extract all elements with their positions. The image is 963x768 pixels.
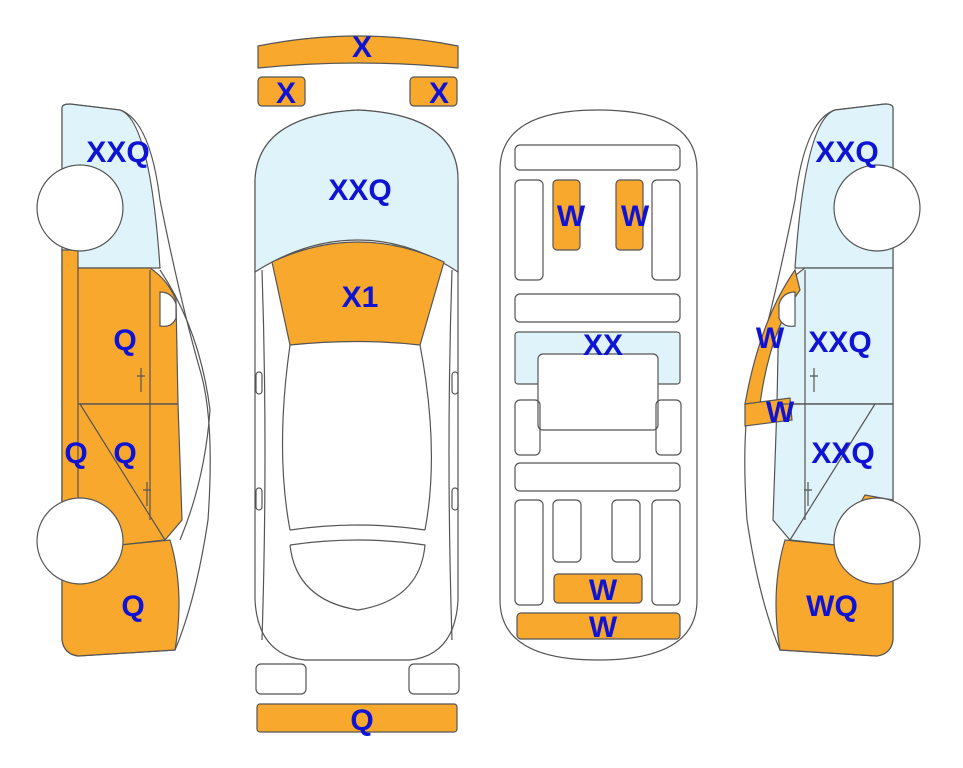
rear-seat-bar: [514, 462, 681, 492]
left-rocker-label: Q: [64, 437, 87, 470]
cargo-inner-right: [611, 499, 641, 563]
top-side-line: [261, 269, 453, 641]
interior-cargo-lower-label: W: [589, 611, 618, 644]
windshield-label: XXQ: [328, 174, 391, 207]
rear-bumper-part[interactable]: [256, 703, 458, 733]
interior-front-right-seat-part[interactable]: [615, 179, 644, 251]
hood-label: X1: [342, 281, 379, 314]
top-right-rear-mirror: [451, 487, 459, 511]
right-side-view: XXQ W XXQ W XXQ WQ: [744, 103, 921, 657]
left-front-handle: [137, 368, 145, 392]
front-left-side-panel: [514, 179, 544, 281]
interior-middle-label: XX: [583, 329, 623, 362]
top-cabin-line: [281, 344, 433, 531]
right-rear-door-label: XXQ: [811, 437, 874, 470]
left-mirror: [159, 291, 177, 327]
rear-right-light-part[interactable]: [408, 663, 460, 695]
console-bar: [514, 293, 681, 323]
front-left-light-part[interactable]: [257, 76, 306, 107]
interior-cargo-upper-label: W: [589, 574, 618, 607]
rear-right-side-panel: [655, 399, 682, 456]
interior-cargo-lower-part[interactable]: [516, 612, 681, 640]
front-right-light-label: X: [429, 77, 449, 110]
left-side-view: XXQ Q Q Q Q: [36, 103, 211, 657]
interior-front-right-seat-label: W: [621, 200, 650, 233]
interior-center-panel: [537, 353, 659, 431]
right-sill-label: W: [766, 396, 795, 429]
front-right-light-part[interactable]: [409, 76, 458, 107]
right-mirror: [778, 291, 796, 327]
cargo-left-panel: [514, 499, 544, 606]
rear-bumper-label: Q: [350, 704, 373, 737]
top-right-mirror: [451, 371, 459, 395]
left-door-line: [79, 270, 178, 541]
hood-panel[interactable]: [271, 241, 445, 346]
right-window-label: XXQ: [815, 136, 878, 169]
top-rear-window-line: [289, 539, 426, 611]
right-rear-handle: [804, 482, 812, 506]
left-front-door-label: Q: [113, 324, 136, 357]
left-window-label: XXQ: [86, 136, 149, 169]
interior-front-left-seat-part[interactable]: [552, 179, 581, 251]
left-body-outline: [61, 103, 211, 657]
top-left-rear-mirror: [255, 487, 263, 511]
left-front-wheel: [36, 164, 124, 252]
left-rear-quarter-label: Q: [121, 590, 144, 623]
right-sill-panel[interactable]: [744, 397, 793, 427]
rear-left-light-part[interactable]: [255, 663, 307, 695]
front-bumper-label: X: [352, 31, 372, 64]
cargo-right-panel: [651, 499, 681, 606]
left-glass-line: [159, 269, 211, 541]
interior-cargo-upper-part[interactable]: [553, 573, 643, 604]
windshield-glass[interactable]: [254, 109, 459, 274]
front-bumper-part[interactable]: [257, 35, 459, 69]
left-rear-door-label: Q: [113, 437, 136, 470]
rear-left-side-panel: [514, 399, 541, 456]
front-left-light-label: X: [276, 77, 296, 110]
right-door-line: [777, 270, 893, 541]
right-front-door-label: XXQ: [808, 326, 871, 359]
right-rear-wheel: [833, 497, 921, 585]
interior-front-left-seat-label: W: [557, 200, 586, 233]
dashboard: [514, 144, 681, 171]
front-right-side-panel: [651, 179, 681, 281]
left-front-door-panel[interactable]: [61, 267, 179, 405]
right-front-wheel: [833, 164, 921, 252]
cargo-inner-left: [552, 499, 582, 563]
left-rear-wheel: [36, 497, 124, 585]
top-view: X X X XXQ X1 Q: [254, 31, 460, 737]
top-left-mirror: [255, 371, 263, 395]
interior-outline: [499, 109, 698, 661]
right-rear-quarter-label: WQ: [806, 590, 858, 623]
left-rear-handle: [143, 482, 151, 506]
interior-view: W W XX W W: [499, 109, 698, 661]
right-pillar-label: W: [756, 322, 785, 355]
right-front-handle: [810, 368, 818, 392]
